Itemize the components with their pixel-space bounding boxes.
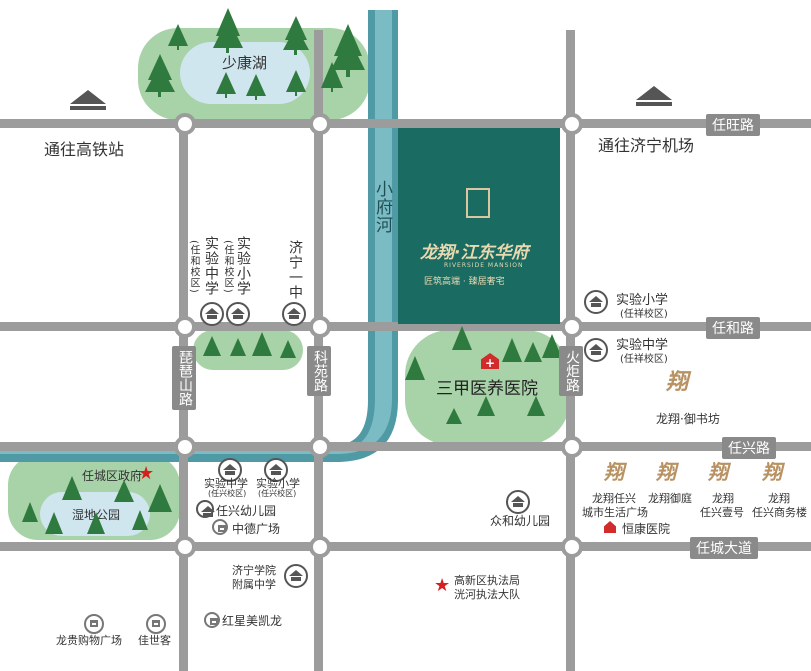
school-icon [200, 302, 224, 326]
law-line2: 洸河执法大队 [454, 588, 520, 601]
project-english: RIVERSIDE MANSION [444, 262, 524, 269]
law-star-icon: ★ [434, 575, 451, 596]
school7-name: 实验小学 [256, 477, 300, 490]
lx-no1-line2: 任兴壹号 [700, 506, 744, 519]
law-line1: 高新区执法局 [454, 574, 520, 587]
node [174, 436, 196, 458]
lx-yuting: 龙翔御庭 [648, 492, 692, 505]
school3-label: 济宁一中 [287, 240, 303, 300]
school1-name: 实验中学 [203, 236, 219, 296]
node [561, 113, 583, 135]
school5-campus: (任祥校区) [620, 354, 668, 365]
hengkang-hospital-icon [604, 521, 616, 533]
jining-line2: 附属中学 [232, 578, 276, 591]
project-name: 龙翔·江东华府 [420, 243, 529, 263]
node [309, 316, 331, 338]
node [174, 113, 196, 135]
road-rencheng [0, 542, 811, 551]
tag-renwang: 任旺路 [706, 114, 760, 136]
road-renxing [0, 442, 811, 451]
project-block[interactable]: 龙翔·江东华府 RIVERSIDE MANSION 匠筑高端 · 臻居奢宅 [398, 128, 560, 324]
longxiang-yushu: 龙翔·御书坊 [656, 412, 720, 426]
shop-icon [204, 612, 220, 628]
lx-plaza-line2: 城市生活广场 [582, 506, 648, 519]
longxiang-logo-icon: 翔 [656, 460, 676, 484]
school6-name: 实验中学 [204, 477, 248, 490]
gov-label: 任城区政府 [82, 469, 143, 483]
to-airport: 通往济宁机场 [598, 136, 695, 155]
longxiang-logo-icon: 翔 [762, 460, 782, 484]
school2-name: 实验小学 [235, 236, 251, 296]
school-icon [284, 564, 308, 588]
node [309, 113, 331, 135]
tag-huoju: 火炬路 [559, 346, 583, 396]
tag-keyuan: 科苑路 [307, 346, 331, 396]
lake-label: 少康湖 [222, 54, 268, 72]
school-icon [226, 302, 250, 326]
node [561, 316, 583, 338]
project-slogan: 匠筑高端 · 臻居奢宅 [424, 277, 505, 287]
road-renwang [0, 119, 811, 128]
hospital-forest [405, 330, 570, 445]
school6-campus: (任兴校区) [208, 489, 247, 498]
plaza1: 中德广场 [232, 522, 281, 536]
gov-star-icon: ★ [138, 463, 155, 484]
building-icon [636, 86, 672, 106]
longgui: 龙贵购物广场 [56, 634, 122, 647]
tag-renhe: 任和路 [706, 317, 760, 339]
river-label: 小府河 [372, 180, 392, 234]
tag-renxing: 任兴路 [722, 437, 776, 459]
shop-icon [146, 614, 166, 634]
school4-name: 实验小学 [616, 293, 669, 308]
school-icon [584, 338, 608, 362]
school4-campus: (任祥校区) [620, 309, 668, 320]
lx-plaza-line1: 龙翔任兴 [592, 492, 636, 505]
lx-biz-line2: 任兴商务楼 [752, 506, 807, 519]
lx-no1-line1: 龙翔 [712, 492, 734, 505]
school1-campus: (任和校区) [188, 240, 199, 294]
school7-campus: (任兴校区) [258, 489, 297, 498]
project-logo-icon [466, 188, 490, 218]
school-icon [282, 302, 306, 326]
school-icon [196, 500, 214, 518]
school-icon [506, 490, 530, 514]
node [174, 536, 196, 558]
building-icon [70, 90, 106, 110]
node [309, 536, 331, 558]
school-icon [584, 290, 608, 314]
hospital-icon: + [481, 353, 499, 369]
longxiang-logo-icon: 翔 [708, 460, 728, 484]
kindergarten1: 任兴幼儿园 [216, 504, 277, 518]
longxiang-logo-icon: 翔 [666, 370, 689, 395]
hospital-label: 三甲医养医院 [436, 379, 538, 399]
hengkang-label: 恒康医院 [622, 522, 671, 536]
school-icon [218, 458, 242, 482]
node [561, 436, 583, 458]
to-rail-station: 通往高铁站 [44, 140, 125, 159]
kindergarten2: 众和幼儿园 [490, 514, 551, 528]
jiashike: 佳世客 [138, 634, 171, 647]
shop-icon [212, 519, 228, 535]
node [309, 436, 331, 458]
tag-pipa: 琵琶山路 [172, 346, 196, 410]
tag-rencheng: 任城大道 [690, 537, 758, 559]
hongxing: 红星美凯龙 [222, 614, 283, 628]
shop-icon [84, 614, 104, 634]
school5-name: 实验中学 [616, 338, 669, 353]
jining-line1: 济宁学院 [232, 564, 276, 577]
shaokang-lake [180, 42, 310, 104]
longxiang-logo-icon: 翔 [604, 460, 624, 484]
lx-biz-line1: 龙翔 [768, 492, 790, 505]
node [561, 536, 583, 558]
node [174, 316, 196, 338]
school-icon [264, 458, 288, 482]
school2-campus: (任和校区) [222, 240, 233, 294]
road-renhe [0, 322, 811, 331]
